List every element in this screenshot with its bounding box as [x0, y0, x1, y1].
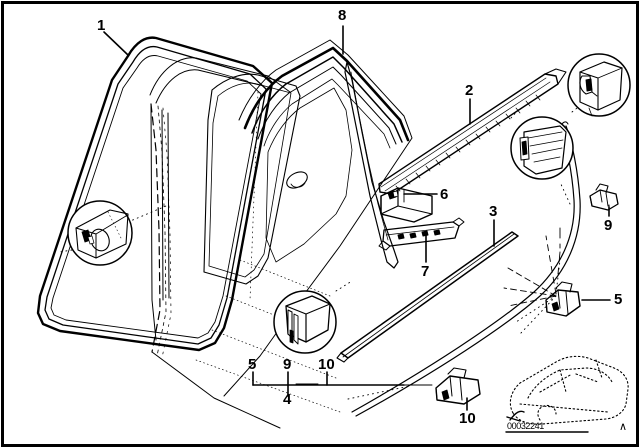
detail-trim-clip-top — [567, 53, 631, 117]
vehicle-orientation-icon — [505, 355, 629, 433]
detail-sill-section — [273, 290, 337, 354]
callout-bracket — [252, 371, 405, 397]
bracket-label-4: 4 — [283, 391, 292, 408]
part-mounting-bracket — [380, 187, 433, 223]
callout-label-5-right: 5 — [614, 291, 623, 308]
callout-label-3: 3 — [489, 203, 498, 220]
diagram-code: 00032241 — [507, 421, 544, 431]
detail-door-handle — [67, 200, 133, 266]
callout-label-2: 2 — [465, 82, 474, 99]
part-retaining-rail — [378, 217, 465, 251]
callout-leaders — [103, 25, 611, 411]
callout-label-1: 1 — [97, 17, 106, 34]
orientation-arrow-icon: ∧ — [619, 421, 627, 433]
part-window-trim-lower — [336, 231, 519, 363]
callout-label-9-right: 9 — [604, 217, 613, 234]
callout-label-6: 6 — [440, 186, 449, 203]
callout-label-8: 8 — [338, 7, 347, 24]
door-panel-outline — [149, 57, 301, 359]
clip-assembly-leaders — [503, 227, 561, 335]
bracket-label-5: 5 — [248, 356, 257, 373]
detail-trim-clip-mid — [510, 116, 574, 180]
part-window-trim-upper — [378, 68, 567, 195]
bracket-label-9: 9 — [283, 356, 292, 373]
callout-label-7: 7 — [421, 263, 430, 280]
bracket-label-10: 10 — [318, 356, 335, 373]
door-skin-panel — [151, 39, 413, 429]
callout-label-10-bottom: 10 — [459, 410, 476, 427]
